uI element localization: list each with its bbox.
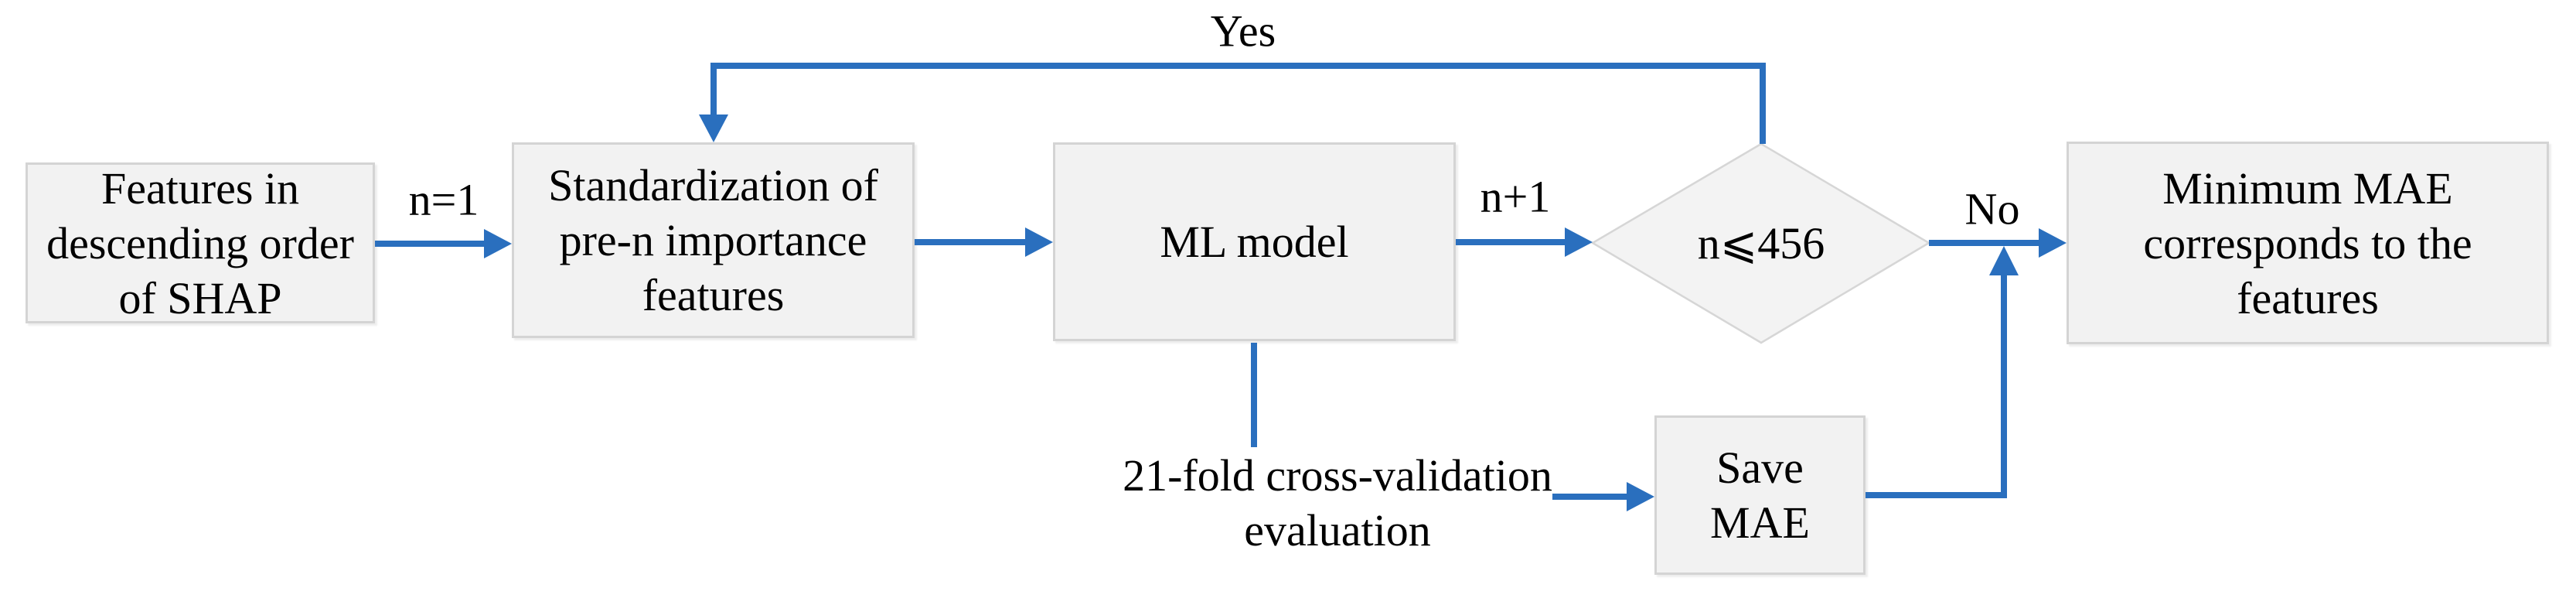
label-no: No bbox=[1964, 183, 2020, 234]
arrowhead-ml-to-decision bbox=[1565, 227, 1593, 257]
node-text-line: corresponds to the bbox=[2143, 217, 2472, 268]
label-yes: Yes bbox=[1210, 5, 1276, 56]
node-minimum-mae: Minimum MAE corresponds to the features bbox=[2067, 142, 2549, 344]
node-features-shap: Features in descending order of SHAP bbox=[26, 162, 375, 323]
label-cross-validation-line: evaluation bbox=[1244, 505, 1431, 555]
node-text-line: Standardization of bbox=[548, 160, 878, 210]
arrowhead-decision-to-minimum-mae bbox=[2039, 228, 2067, 258]
node-text-line: Minimum MAE bbox=[2162, 162, 2453, 214]
node-text-line: pre-n importance bbox=[559, 215, 867, 265]
arrowhead-yes-loop bbox=[699, 115, 728, 142]
arrowhead-features-to-standardization bbox=[484, 229, 512, 258]
node-text-line: MAE bbox=[1710, 497, 1810, 548]
node-text-line: of SHAP bbox=[118, 272, 282, 323]
label-cross-validation-line: 21-fold cross-validation bbox=[1123, 450, 1552, 501]
node-standardization: Standardization of pre-n importance feat… bbox=[512, 142, 915, 338]
node-text-line: Features in bbox=[101, 162, 300, 214]
label-cross-validation: 21-fold cross-validation evaluation bbox=[1123, 448, 1552, 558]
arrowhead-crossvalidation-to-save-mae bbox=[1627, 482, 1654, 511]
node-text-line: ML model bbox=[1160, 217, 1349, 267]
node-text-line: descending order bbox=[46, 217, 354, 268]
arrowhead-save-mae-feedback bbox=[1989, 246, 2019, 275]
node-text-line: features bbox=[2237, 272, 2379, 323]
node-text-line: Save bbox=[1716, 443, 1804, 493]
node-text-line: features bbox=[642, 270, 785, 320]
node-save-mae: Save MAE bbox=[1654, 415, 1866, 575]
node-decision-label: n⩽456 bbox=[1697, 218, 1825, 268]
arrow-yes-loop bbox=[710, 63, 1766, 144]
label-n-plus-1: n+1 bbox=[1480, 171, 1551, 222]
node-ml-model: ML model bbox=[1053, 142, 1456, 341]
label-n-equals-1: n=1 bbox=[408, 174, 479, 225]
arrowhead-standardization-to-ml bbox=[1025, 227, 1053, 257]
arrow-save-mae-feedback bbox=[1866, 275, 2007, 498]
